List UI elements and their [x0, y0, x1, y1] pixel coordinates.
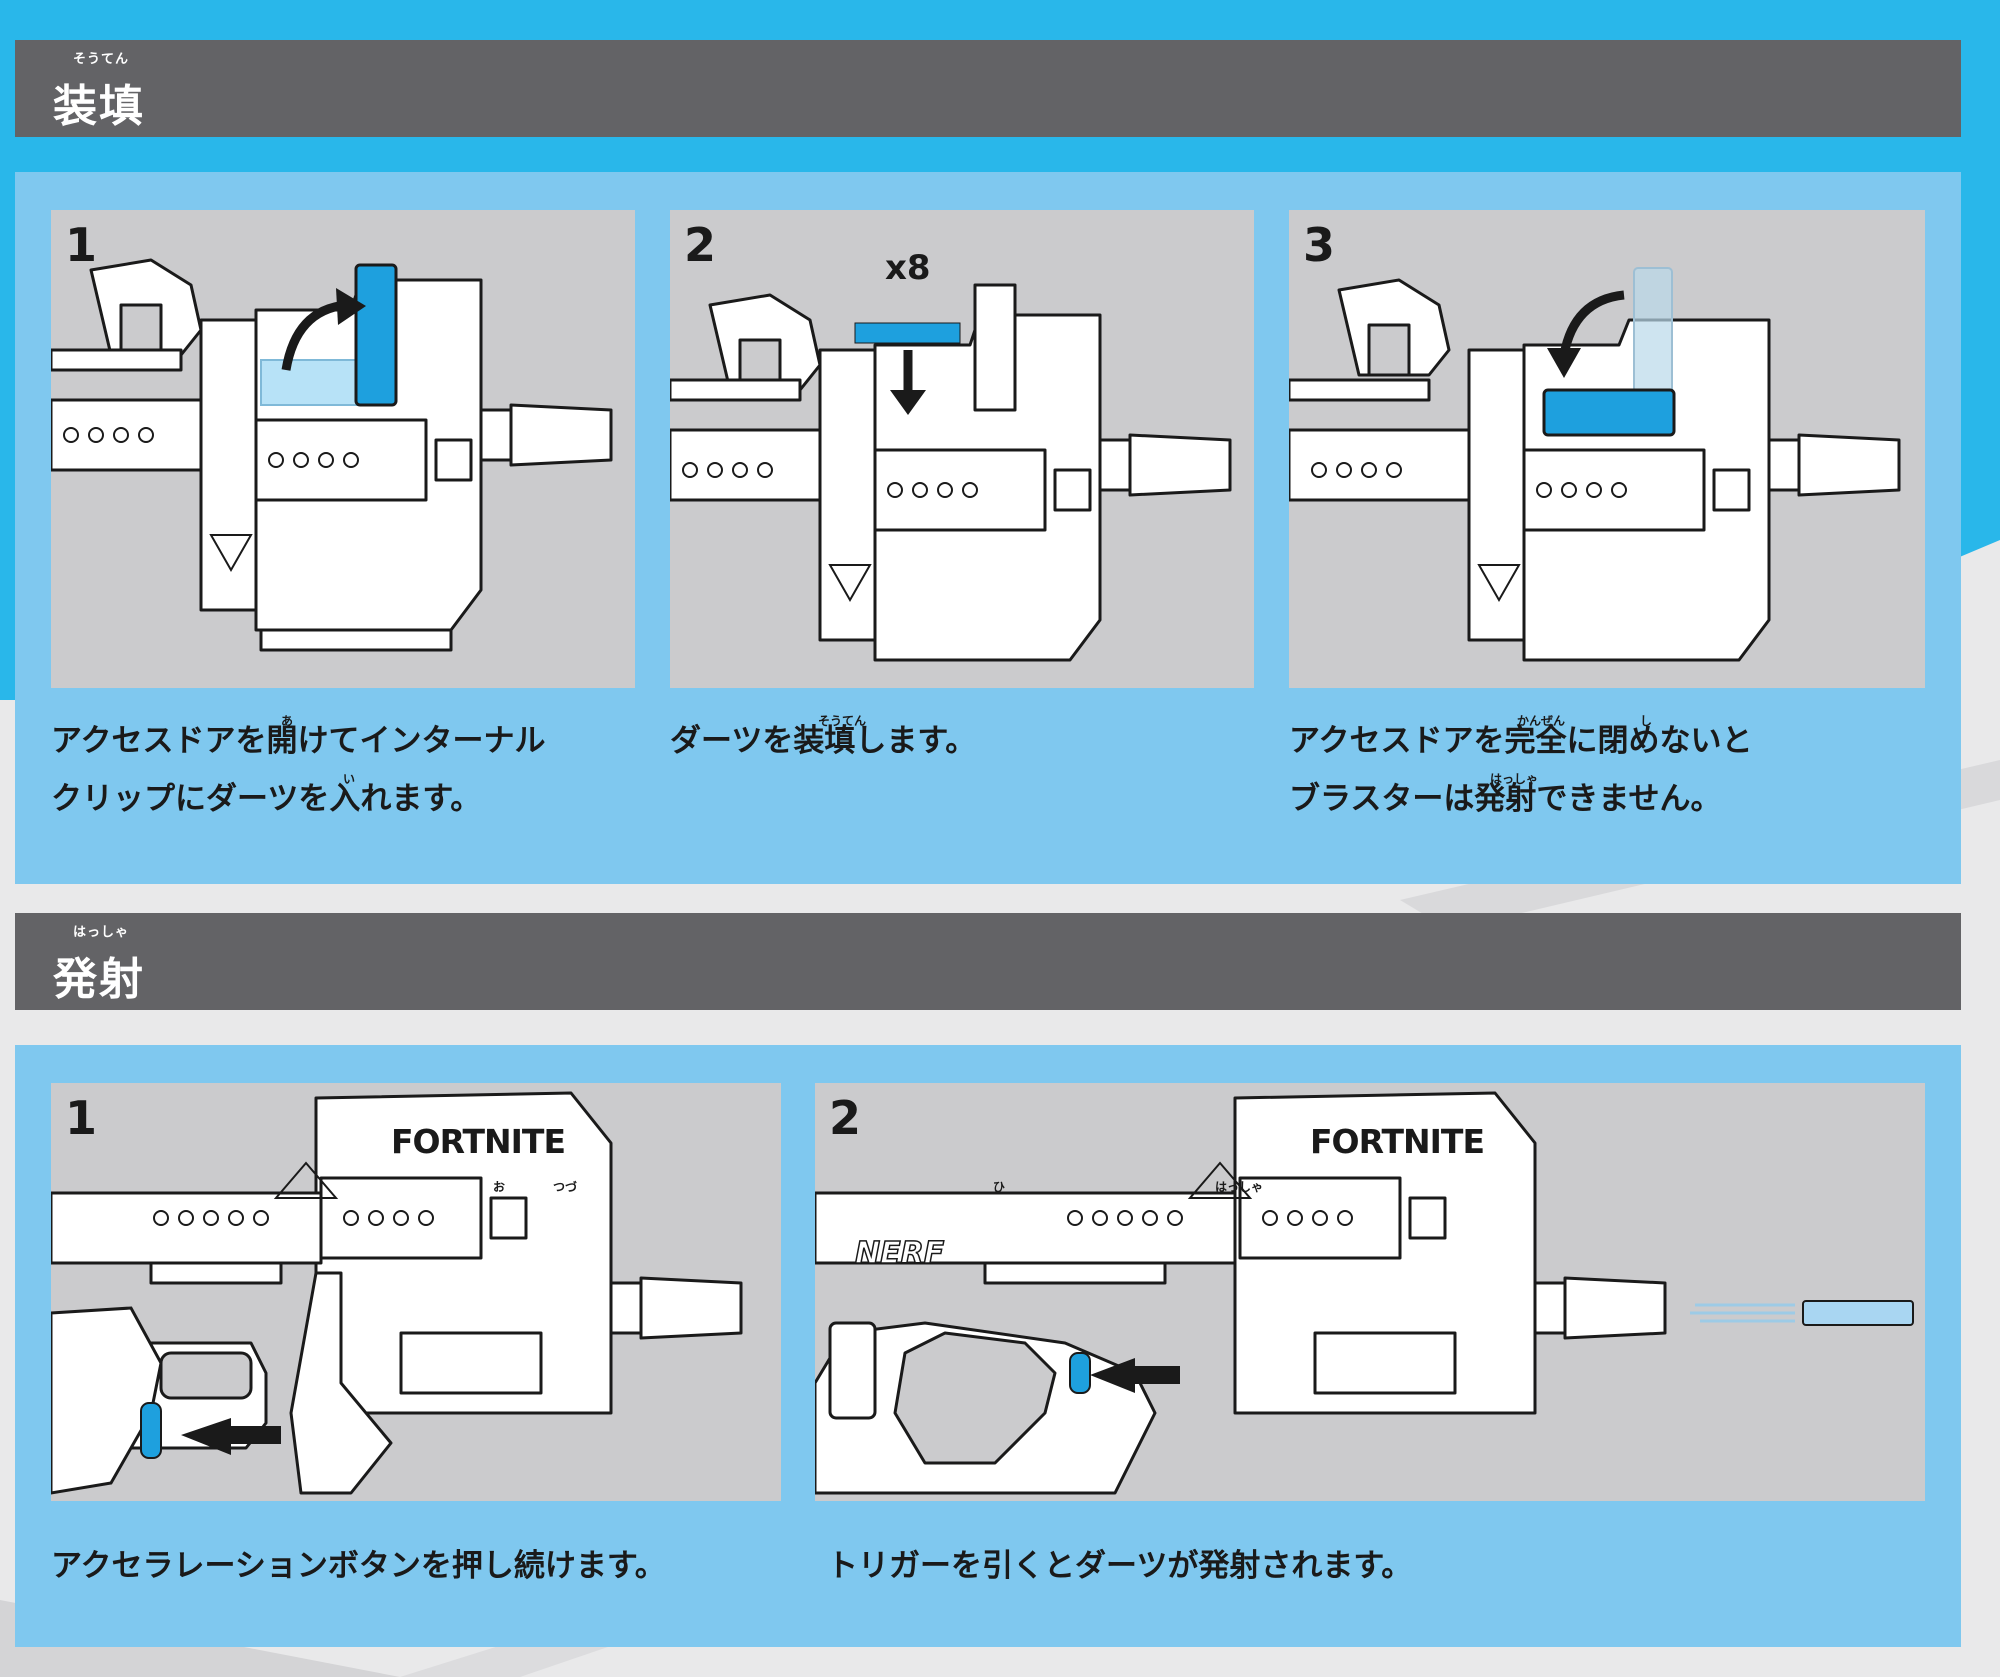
- furigana: つづ: [553, 1180, 578, 1194]
- loading-step-3-caption: アクセスドアを完全に閉めないと ブラスターは発射できません。: [1289, 712, 1752, 828]
- furigana: し: [1640, 714, 1653, 728]
- loading-title: 装填: [53, 81, 145, 132]
- dart-count-label: x8: [885, 248, 931, 288]
- firing-title-ruby: はっしゃ: [73, 925, 130, 940]
- firing-panel: 1 FORTNITE: [15, 1045, 1961, 1647]
- loading-header: そうてん 装填: [15, 40, 1961, 137]
- step-number: 1: [65, 1091, 98, 1145]
- loading-step-1-caption: アクセスドアを開けてインターナル クリップにダーツを入れます。: [51, 712, 545, 828]
- nerf-logo: NERF: [855, 1236, 945, 1271]
- furigana: そうてん: [818, 714, 867, 728]
- furigana: はっしゃ: [1215, 1180, 1264, 1194]
- step-number: 2: [829, 1091, 862, 1145]
- firing-step-2-caption: トリガーを引くとダーツが発射されます。: [827, 1548, 1413, 1584]
- firing-title: 発射: [53, 954, 145, 1005]
- caption-line: ダーツを装填します。: [670, 723, 977, 759]
- loading-step-2-caption: ダーツを装填します。: [670, 712, 976, 770]
- caption-line: ブラスターは発射できません。: [1289, 781, 1722, 817]
- firing-step-2-illustration: 2 FORTNITE NERF: [815, 1083, 1925, 1501]
- firing-header: はっしゃ 発射: [15, 913, 1961, 1010]
- step-number: 3: [1303, 218, 1336, 272]
- firing-step-1-caption: アクセラレーションボタンを押し続けます。: [51, 1548, 666, 1584]
- step-number: 1: [65, 218, 98, 272]
- fortnite-logo: FORTNITE: [1310, 1122, 1484, 1161]
- furigana: ひ: [993, 1180, 1006, 1194]
- furigana: い: [343, 772, 356, 786]
- blaster-hold-button-drawing: FORTNITE: [51, 1091, 743, 1495]
- blaster-insert-dart-drawing: [670, 283, 1232, 662]
- furigana: はっしゃ: [1490, 772, 1539, 786]
- caption-line: クリップにダーツを入れます。: [51, 781, 482, 817]
- firing-step-1-illustration: 1 FORTNITE: [51, 1083, 781, 1501]
- loading-step-1-illustration: 1: [51, 210, 635, 688]
- furigana: お: [493, 1180, 506, 1194]
- step-number: 2: [684, 218, 717, 272]
- fortnite-logo: FORTNITE: [391, 1122, 565, 1161]
- caption-line: アクセスドアを開けてインターナル: [51, 723, 546, 759]
- loading-step-3-illustration: 3: [1289, 210, 1925, 688]
- caption-line: アクセスドアを完全に閉めないと: [1289, 723, 1753, 759]
- blaster-open-door-drawing: [51, 258, 613, 652]
- furigana: かんぜん: [1517, 714, 1566, 728]
- loading-panel: 1 あ: [15, 172, 1961, 884]
- blaster-pull-trigger-drawing: FORTNITE NERF: [815, 1091, 1914, 1495]
- furigana: あ: [281, 714, 294, 728]
- loading-step-2-illustration: 2: [670, 210, 1254, 688]
- loading-title-ruby: そうてん: [73, 52, 130, 67]
- blaster-close-door-drawing: [1289, 267, 1901, 662]
